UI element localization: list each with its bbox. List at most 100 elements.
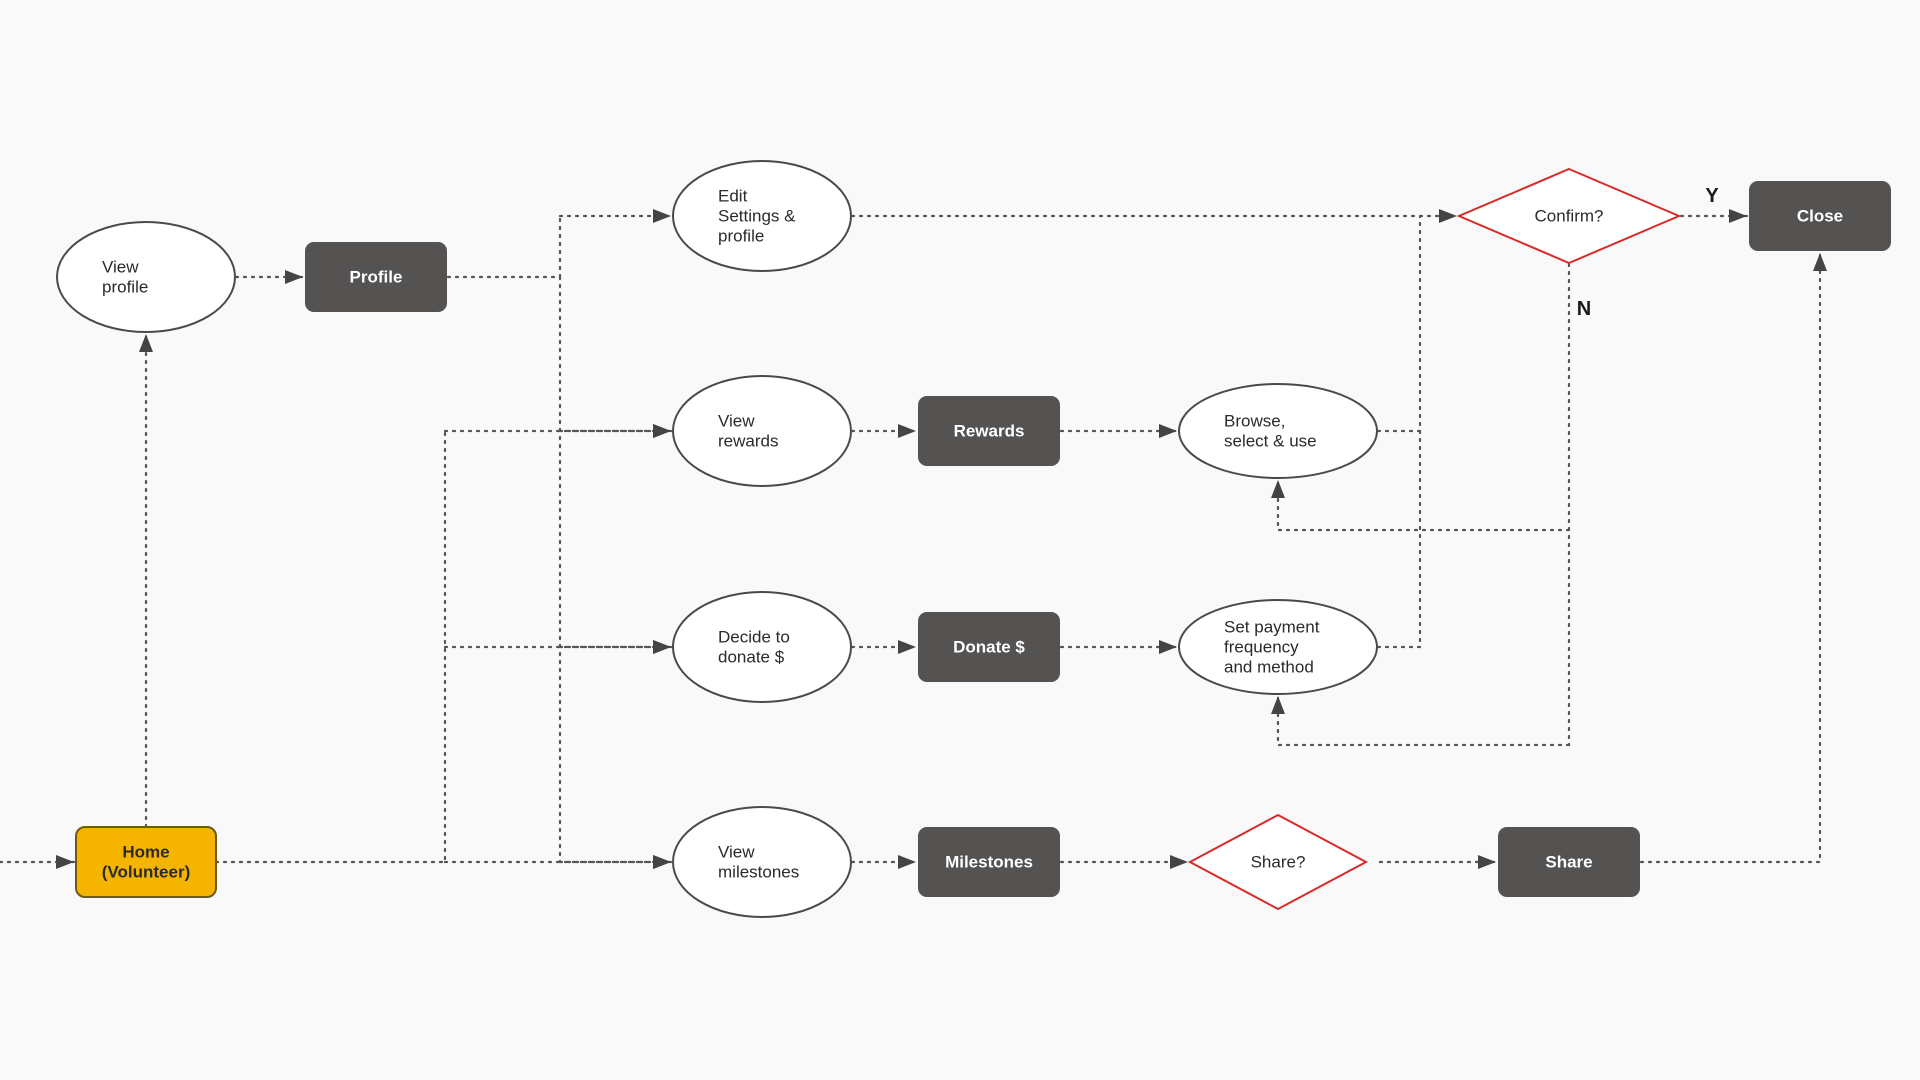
share-decision-to-share-connector — [1378, 855, 1498, 869]
connectors — [0, 209, 1827, 869]
home-to-view-rewards-connector — [443, 424, 673, 438]
donate-label-line: Donate $ — [953, 638, 1025, 657]
close-label-line: Close — [1797, 207, 1843, 226]
edit-settings-label-line: Settings & — [718, 207, 796, 226]
view-rewards-label-line: View — [718, 412, 755, 431]
profile-label-line: Profile — [350, 268, 403, 287]
decide-donate-label-line: donate $ — [718, 648, 785, 667]
milestones-shape — [918, 827, 1060, 897]
rewards-shape — [918, 396, 1060, 466]
share-label-line: Share — [1545, 853, 1592, 872]
browse-to-confirm-connector — [1376, 214, 1422, 433]
confirm-decision-label-line: Confirm? — [1535, 207, 1604, 226]
home-to-view-milestones-connector — [443, 855, 673, 869]
profile-to-edit-settings-arrowhead — [653, 209, 671, 223]
share-decision-to-share-arrowhead — [1478, 855, 1496, 869]
rewards-node[interactable]: Rewards — [918, 396, 1060, 466]
confirm-decision-node: Confirm? — [1456, 167, 1682, 265]
payment-to-confirm-connector — [1376, 429, 1422, 649]
edit-settings-label-line: profile — [718, 227, 764, 246]
home-shape — [75, 826, 217, 898]
home-to-view-profile-arrowhead — [139, 334, 153, 352]
confirm-decision-shape — [1456, 167, 1682, 265]
close-node[interactable]: Close — [1749, 181, 1891, 251]
profile-to-view-milestones-arrowhead — [653, 855, 671, 869]
profile-to-view-rewards-arrowhead — [653, 424, 671, 438]
confirm-no-label: N — [1577, 298, 1591, 320]
decide-to-donate-connector — [850, 640, 918, 654]
view-rewards-to-rewards-arrowhead — [898, 424, 916, 438]
milestones-node[interactable]: Milestones — [918, 827, 1060, 897]
view-profile-shape — [56, 221, 236, 333]
share-shape — [1498, 827, 1640, 897]
view-profile-to-profile-connector — [234, 270, 305, 284]
view-rewards-to-rewards-connector — [850, 424, 918, 438]
close-shape — [1749, 181, 1891, 251]
entry-connector — [0, 855, 76, 869]
view-profile-to-profile-arrowhead — [285, 270, 303, 284]
milestones-label-line: Milestones — [945, 853, 1033, 872]
edge-labels: YN — [1577, 185, 1720, 320]
share-decision-label-line: Share? — [1251, 853, 1306, 872]
browse-select-label-line: select & use — [1224, 432, 1317, 451]
nodes: Home(Volunteer)ViewprofileProfileEditSet… — [56, 160, 1891, 918]
confirm-no-to-browse-connector — [1271, 478, 1571, 532]
confirm-no-to-payment-connector — [1271, 694, 1571, 747]
confirm-no-to-payment-arrowhead — [1271, 696, 1285, 714]
edit-to-confirm-arrowhead — [1439, 209, 1457, 223]
rewards-to-browse-arrowhead — [1159, 424, 1177, 438]
entry-arrowhead — [56, 855, 74, 869]
view-profile-label-line: profile — [102, 278, 148, 297]
profile-node[interactable]: Profile — [305, 242, 447, 312]
home-label-line: (Volunteer) — [102, 863, 190, 882]
home-to-view-profile-connector — [139, 332, 153, 829]
profile-shape — [305, 242, 447, 312]
profile-to-view-rewards-connector — [558, 424, 673, 438]
set-payment-label-line: Set payment — [1224, 618, 1320, 637]
view-milestones-label-line: milestones — [718, 863, 799, 882]
donate-node[interactable]: Donate $ — [918, 612, 1060, 682]
view-milestones-label-line: View — [718, 843, 755, 862]
view-milestones-to-milestones-arrowhead — [898, 855, 916, 869]
home-trunk-connector — [214, 429, 447, 864]
edit-settings-label-line: Edit — [718, 187, 748, 206]
home-label-line: Home — [122, 843, 169, 862]
view-milestones-to-milestones-connector — [850, 855, 918, 869]
browse-select-label-line: Browse, — [1224, 412, 1285, 431]
donate-to-set-payment-connector — [1059, 640, 1179, 654]
browse-select-shape — [1178, 383, 1378, 479]
profile-to-decide-donate-arrowhead — [653, 640, 671, 654]
profile-to-edit-settings-connector — [558, 209, 673, 223]
browse-select-node[interactable]: Browse,select & use — [1178, 383, 1378, 479]
confirm-no-to-browse-arrowhead — [1271, 480, 1285, 498]
view-milestones-shape — [672, 806, 852, 918]
set-payment-label-line: frequency — [1224, 638, 1299, 657]
donate-to-set-payment-arrowhead — [1159, 640, 1177, 654]
share-to-close-connector — [1639, 251, 1827, 864]
view-profile-label-line: View — [102, 258, 139, 277]
set-payment-shape — [1178, 599, 1378, 695]
confirm-yes-to-close-arrowhead — [1729, 209, 1747, 223]
set-payment-label-line: and method — [1224, 658, 1314, 677]
profile-trunk-connector — [446, 214, 562, 279]
profile-to-decide-donate-connector — [558, 640, 673, 654]
decide-donate-shape — [672, 591, 852, 703]
share-decision-node: Share? — [1187, 813, 1369, 911]
milestones-to-share-decision-connector — [1059, 855, 1190, 869]
edit-to-confirm-connector — [850, 209, 1459, 223]
rewards-to-browse-connector — [1059, 424, 1179, 438]
confirm-yes-label: Y — [1705, 185, 1719, 207]
home-to-decide-donate-connector — [443, 640, 673, 654]
share-node[interactable]: Share — [1498, 827, 1640, 897]
home-node[interactable]: Home(Volunteer) — [75, 826, 217, 898]
edit-settings-shape — [672, 160, 852, 272]
confirm-yes-to-close-connector — [1679, 209, 1749, 223]
decide-to-donate-arrowhead — [898, 640, 916, 654]
